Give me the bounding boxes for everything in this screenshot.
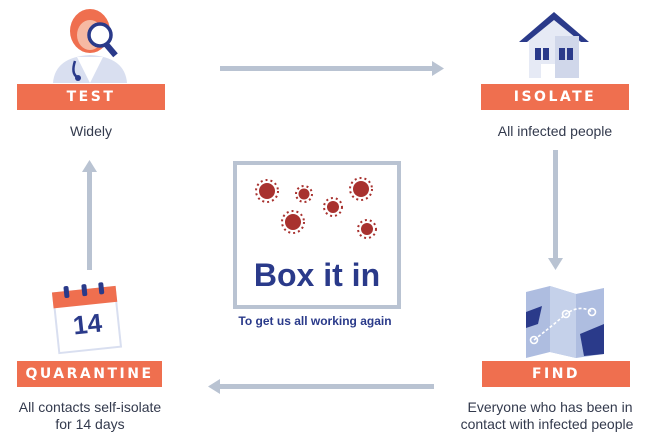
step-caption-find-line1: Everyone who has been in	[467, 399, 633, 415]
virus-icon	[349, 177, 373, 201]
step-caption-find-line2: contact with infected people	[460, 416, 634, 432]
step-label-test: TEST	[17, 84, 165, 110]
virus-icon	[357, 219, 377, 239]
step-label-find: FIND	[482, 361, 630, 387]
arrowhead-up	[82, 160, 97, 172]
house-icon	[519, 12, 589, 78]
step-caption-isolate: All infected people	[497, 123, 613, 139]
arrow-isolate-to-find	[553, 150, 558, 258]
virus-icon	[295, 185, 313, 203]
step-label-isolate: ISOLATE	[481, 84, 629, 110]
step-caption-test: Widely	[69, 123, 112, 139]
arrow-find-to-quarantine	[220, 384, 434, 389]
step-caption-quarantine-line1: All contacts self-isolate	[18, 399, 162, 415]
arrowhead-right	[432, 61, 444, 76]
calendar-number: 14	[71, 307, 104, 341]
virus-icon	[281, 210, 305, 234]
arrowhead-left	[208, 379, 220, 394]
arrow-quarantine-to-test	[87, 172, 92, 270]
center-box: Box it in	[233, 161, 401, 309]
center-subtitle: To get us all working again	[238, 314, 392, 328]
arrowhead-down	[548, 258, 563, 270]
arrow-test-to-isolate	[220, 66, 432, 71]
virus-cluster-icon	[255, 177, 377, 239]
virus-icon	[323, 197, 343, 217]
virus-icon	[255, 179, 279, 203]
step-caption-quarantine-line2: for 14 days	[55, 416, 125, 432]
calendar-icon: 14	[51, 282, 123, 355]
center-title: Box it in	[253, 257, 381, 293]
doctor-icon	[53, 9, 127, 83]
map-icon	[526, 286, 604, 358]
step-label-quarantine: QUARANTINE	[17, 361, 162, 387]
